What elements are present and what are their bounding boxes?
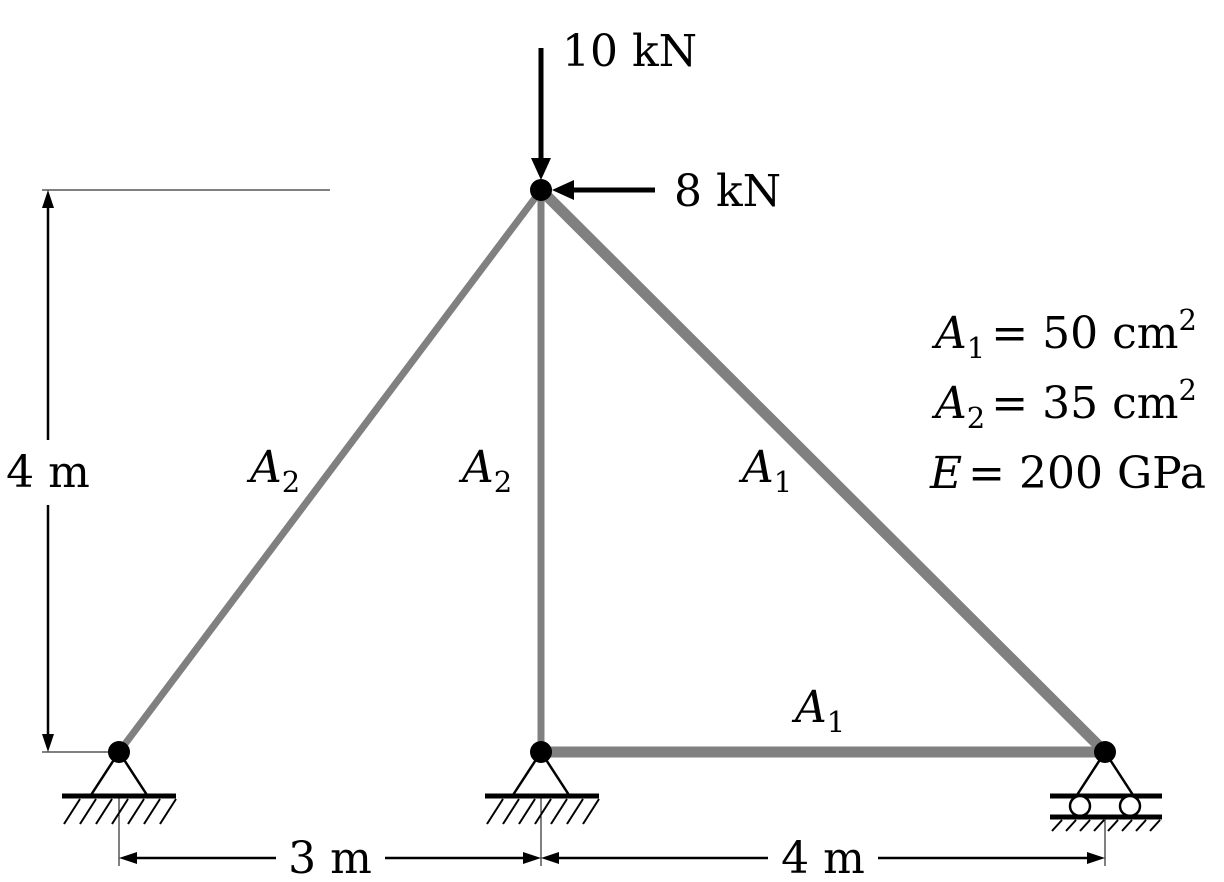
property-a1: A1= 50 cm2 bbox=[931, 303, 1197, 365]
joint-right bbox=[1094, 741, 1116, 763]
load-horizontal-label: 8 kN bbox=[674, 166, 781, 217]
joint-middle bbox=[530, 741, 552, 763]
right-span-label: 4 m bbox=[781, 833, 865, 882]
property-a2: A2= 35 cm2 bbox=[931, 373, 1197, 435]
member-bottom-chord-label: A1 bbox=[791, 682, 845, 739]
roller-wheel-right bbox=[1118, 794, 1142, 818]
member-right-diagonal-label: A1 bbox=[738, 442, 792, 499]
member-right-diagonal bbox=[535, 184, 1111, 758]
property-e: E= 200 GPa bbox=[929, 448, 1206, 499]
load-arrow-horizontal bbox=[552, 180, 655, 200]
member-vertical-label: A2 bbox=[458, 442, 512, 499]
height-dimension bbox=[42, 189, 330, 753]
roller-wheel-left bbox=[1068, 794, 1092, 818]
member-left-diagonal-label: A2 bbox=[246, 442, 300, 499]
span-dimension bbox=[118, 796, 1106, 866]
roller-support-right bbox=[1050, 749, 1162, 832]
load-arrow-vertical bbox=[531, 48, 551, 180]
height-dimension-label: 4 m bbox=[6, 447, 90, 498]
joint-top bbox=[530, 179, 552, 201]
left-span-label: 3 m bbox=[288, 833, 372, 882]
load-vertical-label: 10 kN bbox=[562, 26, 697, 77]
member-left-diagonal bbox=[115, 186, 545, 756]
